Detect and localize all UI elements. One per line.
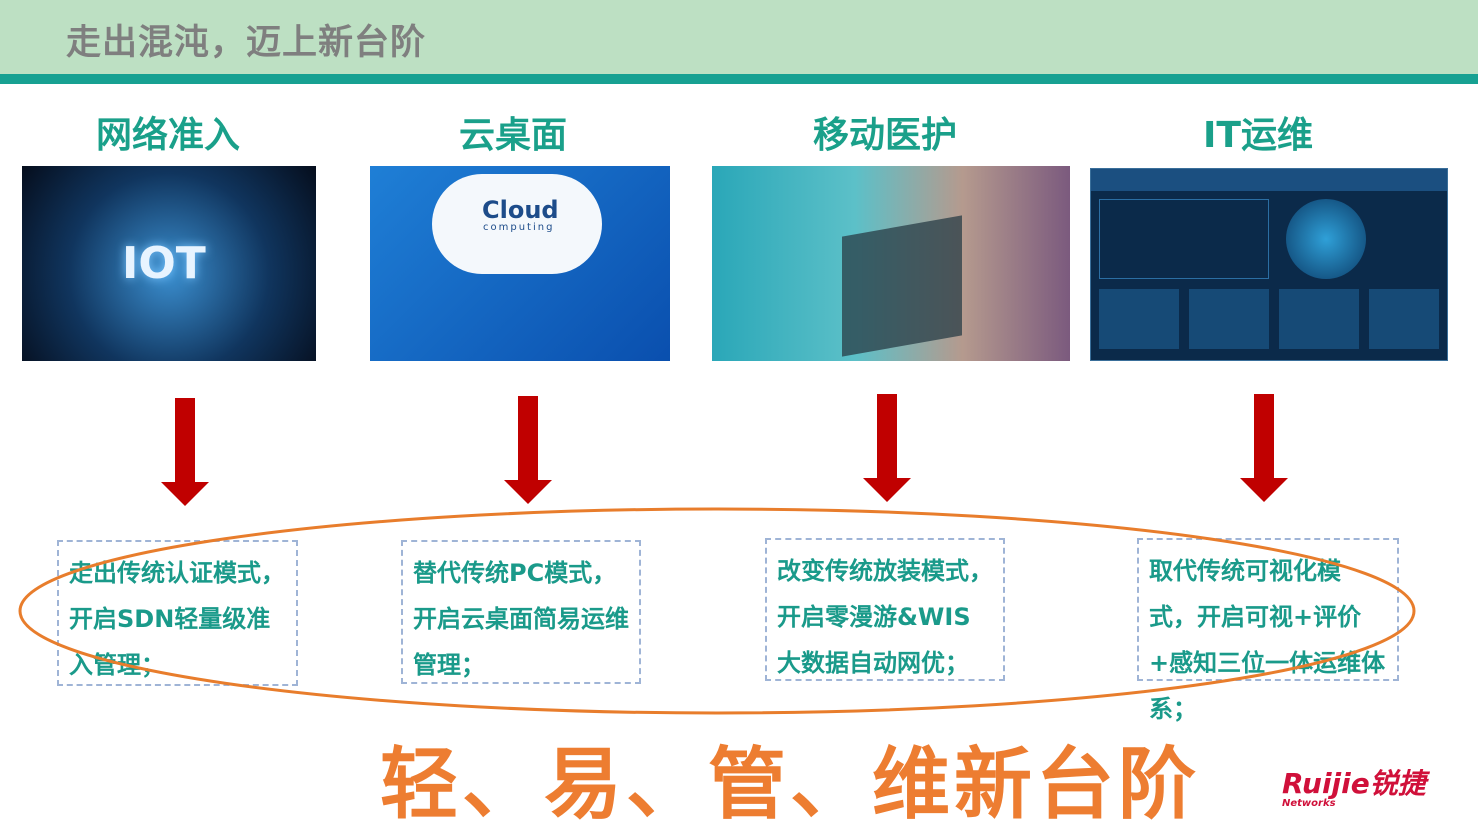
header-band: 走出混沌，迈上新台阶	[0, 0, 1478, 74]
it-ops-dashboard-image	[1090, 168, 1448, 361]
iot-label: IOT	[122, 238, 206, 289]
cloud-label: Cloud	[482, 196, 559, 224]
description-mobile-care: 改变传统放装模式，开启零漫游&WIS大数据自动网优；	[765, 538, 1005, 681]
header-divider	[0, 74, 1478, 84]
medical-image	[712, 166, 1070, 361]
column-title-mobile-care: 移动医护	[812, 115, 957, 156]
slide-title: 走出混沌，迈上新台阶	[66, 23, 427, 63]
logo-sub: Networks	[1282, 798, 1336, 809]
column-title-network-access: 网络准入	[95, 115, 240, 156]
down-arrow-icon	[1240, 394, 1288, 502]
down-arrow-icon	[161, 398, 209, 506]
down-arrow-icon	[863, 394, 911, 502]
description-network-access: 走出传统认证模式，开启SDN轻量级准入管理；	[57, 540, 298, 686]
logo-brand: Ruijie锐捷	[1282, 767, 1426, 800]
xray-tablet	[842, 215, 962, 357]
column-title-cloud-desktop: 云桌面	[458, 115, 567, 156]
column-title-it-ops: IT运维	[1203, 115, 1313, 156]
iot-image: IOT	[22, 166, 316, 361]
description-cloud-desktop: 替代传统PC模式，开启云桌面简易运维管理；	[401, 540, 641, 684]
ruijie-logo: Ruijie锐捷 Networks	[1282, 762, 1426, 809]
cloud-image: Cloud computing	[370, 166, 670, 361]
slogan: 轻、易、管、维新台阶	[380, 740, 1201, 830]
description-it-ops: 取代传统可视化模式，开启可视+评价+感知三位一体运维体系；	[1137, 538, 1399, 723]
cloud-sublabel: computing	[483, 222, 555, 233]
cloud-shape	[432, 174, 602, 274]
down-arrow-icon	[504, 396, 552, 504]
